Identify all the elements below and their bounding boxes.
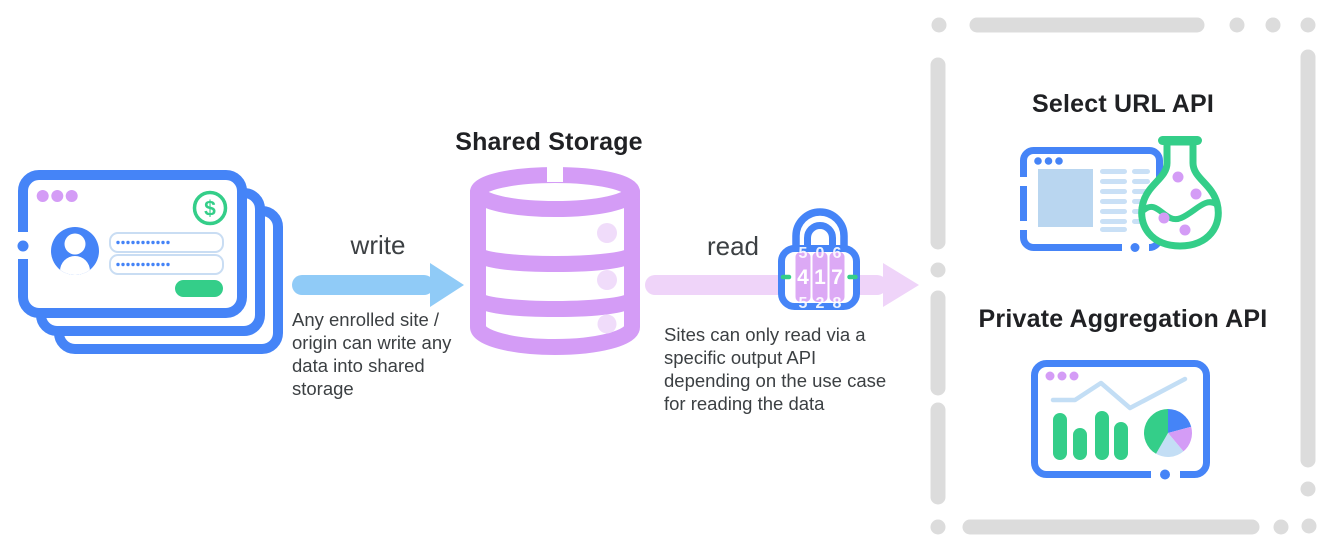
dial-digit: 4 bbox=[797, 266, 809, 289]
storage-title: Shared Storage bbox=[455, 128, 643, 156]
bar-chart-icon bbox=[1053, 411, 1128, 460]
pie-chart-icon bbox=[1144, 409, 1192, 458]
combination-lock-icon: 5 0 6 4 1 7 5 2 8 bbox=[778, 208, 860, 312]
database-cylinder-icon bbox=[470, 163, 640, 355]
dial-digit-below: 5 bbox=[799, 295, 808, 312]
dial-digit-below: 8 bbox=[833, 295, 842, 312]
flask-bubbles bbox=[1158, 171, 1202, 236]
line-chart-icon bbox=[1050, 376, 1188, 411]
user-avatar-icon bbox=[51, 227, 99, 275]
write-label: write bbox=[350, 230, 406, 260]
read-label: read bbox=[706, 231, 760, 261]
flask-icon bbox=[1138, 136, 1222, 250]
window-border-dot bbox=[1130, 243, 1140, 252]
select-url-api-title: Select URL API bbox=[1031, 90, 1215, 118]
window-dots-icon bbox=[36, 190, 78, 202]
dial-digit: 7 bbox=[831, 266, 843, 289]
storage-record-dots bbox=[597, 223, 617, 334]
password-field bbox=[109, 254, 224, 275]
window-border-dot bbox=[1160, 469, 1170, 480]
dial-digit-above: 5 bbox=[799, 245, 808, 262]
dial-digit-above: 0 bbox=[816, 245, 825, 262]
window-dots-icon bbox=[1045, 371, 1079, 381]
lock-dials: 5 0 6 4 1 7 5 2 8 bbox=[780, 245, 858, 312]
window-border-dot bbox=[17, 240, 29, 252]
browser-flask-icon bbox=[1019, 136, 1222, 253]
write-arrow-icon bbox=[292, 263, 464, 307]
svg-text:$: $ bbox=[204, 198, 216, 221]
content-panel bbox=[1038, 169, 1093, 227]
dial-digit-above: 6 bbox=[833, 245, 842, 262]
browser-window-stack-icon: $ bbox=[17, 170, 283, 354]
password-field bbox=[109, 232, 224, 253]
dashboard-charts-icon bbox=[1031, 360, 1210, 480]
write-caption: Any enrolled site / origin can write any… bbox=[292, 309, 452, 399]
dial-digit: 1 bbox=[814, 266, 826, 289]
private-aggregation-api-title: Private Aggregation API bbox=[978, 305, 1268, 333]
dial-digit-below: 2 bbox=[816, 295, 825, 312]
submit-button-icon bbox=[175, 280, 223, 297]
read-caption: Sites can only read via a specific outpu… bbox=[664, 324, 887, 414]
window-dots-icon bbox=[1034, 157, 1063, 165]
dollar-badge-icon: $ bbox=[192, 190, 228, 226]
lock-shackle bbox=[792, 208, 848, 264]
